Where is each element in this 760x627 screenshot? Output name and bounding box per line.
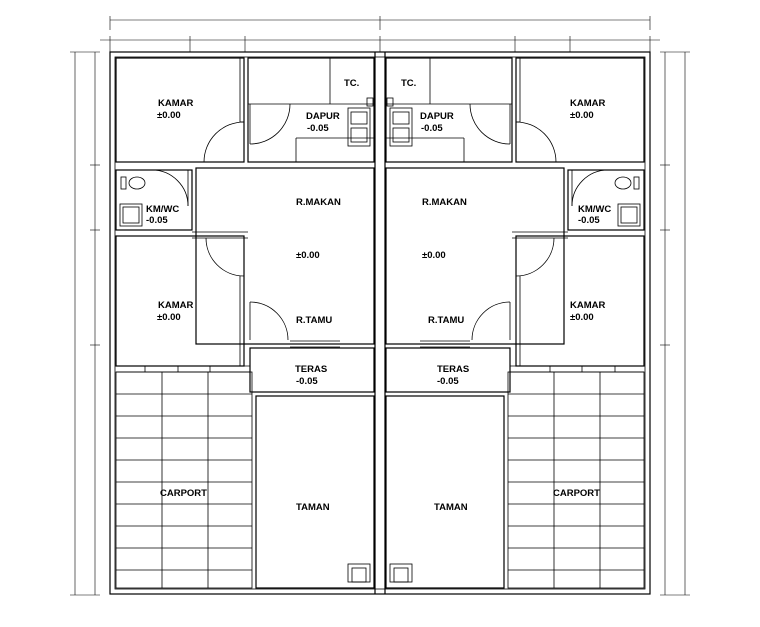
left-teras-name: TERAS <box>295 364 327 375</box>
right-kamar-bottom-level: ±0.00 <box>570 312 594 323</box>
left-kmwc-name: KM/WC <box>146 204 179 215</box>
left-mid-level: ±0.00 <box>296 250 320 261</box>
left-unit <box>115 57 375 589</box>
left-carport-label: CARPORT <box>160 488 207 499</box>
left-taman-area <box>255 395 375 589</box>
left-kmwc-level: -0.05 <box>146 215 168 226</box>
left-dapur-level: -0.05 <box>307 123 329 134</box>
left-dapur-name: DAPUR <box>306 111 340 122</box>
right-mid-level: ±0.00 <box>422 250 446 261</box>
left-taman-label: TAMAN <box>296 502 330 513</box>
left-rmakan-label: R.MAKAN <box>296 197 341 208</box>
left-carport-grid <box>115 371 253 589</box>
right-carport-grid <box>507 371 645 589</box>
left-kamar-top-name: KAMAR <box>158 98 193 109</box>
left-labels: KAMAR ±0.00 TC. DAPUR -0.05 KM/WC -0.05 … <box>146 78 359 513</box>
left-teras-level: -0.05 <box>296 376 318 387</box>
right-teras-name: TERAS <box>437 364 469 375</box>
right-rmakan-room <box>385 167 565 345</box>
left-sink-icon <box>347 107 371 147</box>
right-toilet-icon <box>614 176 632 190</box>
left-teras-area <box>249 347 375 393</box>
right-rmakan-label: R.MAKAN <box>422 197 467 208</box>
right-kamar-top-level: ±0.00 <box>570 110 594 121</box>
right-dapur-name: DAPUR <box>420 111 454 122</box>
right-sink-icon <box>389 107 413 147</box>
left-toilet-icon <box>128 176 146 190</box>
left-dapur-room <box>247 57 375 163</box>
dimension-lines <box>70 16 690 596</box>
left-rmakan-room <box>195 167 375 345</box>
right-kmwc-name: KM/WC <box>578 204 611 215</box>
outer-walls <box>109 51 651 595</box>
right-teras-level: -0.05 <box>437 376 459 387</box>
right-shower-icon <box>617 203 641 227</box>
right-unit <box>385 57 645 589</box>
right-labels: KAMAR ±0.00 TC. DAPUR -0.05 KM/WC -0.05 … <box>401 78 611 513</box>
right-taman-label: TAMAN <box>434 502 468 513</box>
right-taman-area <box>385 395 505 589</box>
right-kamar-top-name: KAMAR <box>570 98 605 109</box>
right-rtamu-label: R.TAMU <box>428 315 464 326</box>
right-dapur-room <box>385 57 513 163</box>
right-tc-label: TC. <box>401 78 416 89</box>
right-carport-label: CARPORT <box>553 488 600 499</box>
right-kmwc-level: -0.05 <box>578 215 600 226</box>
left-shower-icon <box>119 203 143 227</box>
right-kamar-bottom-name: KAMAR <box>570 300 605 311</box>
right-teras-area <box>385 347 511 393</box>
right-kamar-top-room <box>515 57 645 163</box>
left-rtamu-label: R.TAMU <box>296 315 332 326</box>
left-kamar-top-level: ±0.00 <box>157 110 181 121</box>
left-kamar-bottom-level: ±0.00 <box>157 312 181 323</box>
left-kamar-bottom-name: KAMAR <box>158 300 193 311</box>
left-tc-label: TC. <box>344 78 359 89</box>
right-dapur-level: -0.05 <box>421 123 443 134</box>
left-kamar-top-room <box>115 57 245 163</box>
